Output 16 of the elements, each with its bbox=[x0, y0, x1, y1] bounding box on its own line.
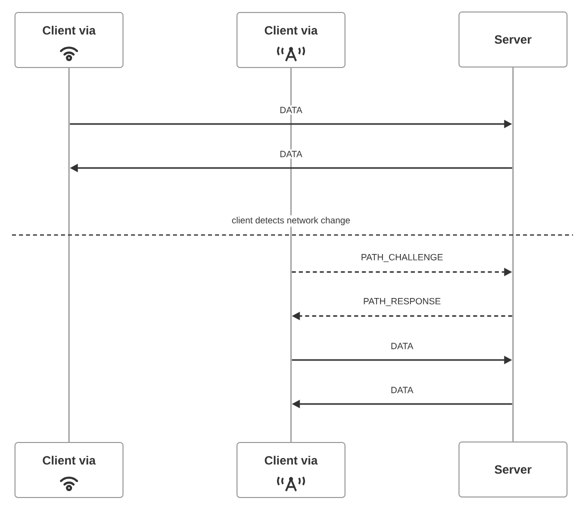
edge-label: PATH_CHALLENGE bbox=[359, 252, 445, 264]
note: client detects network change bbox=[230, 215, 352, 227]
participant-box: Server bbox=[458, 12, 568, 68]
participant-box: Client via bbox=[236, 442, 346, 498]
edge-label: PATH_RESPONSE bbox=[362, 296, 442, 308]
participant-box: Server bbox=[458, 442, 568, 498]
edge-label: DATA bbox=[278, 105, 304, 115]
edge-label: DATA bbox=[389, 341, 415, 351]
participant-box: Client via bbox=[14, 442, 124, 498]
lifeline bbox=[68, 67, 70, 442]
edge-label: DATA bbox=[278, 149, 304, 159]
participant-box: Client via bbox=[236, 12, 346, 68]
lifeline bbox=[512, 67, 514, 442]
lifeline bbox=[290, 67, 292, 442]
participant-box: Client via bbox=[14, 12, 124, 68]
edge-label: DATA bbox=[389, 385, 415, 395]
